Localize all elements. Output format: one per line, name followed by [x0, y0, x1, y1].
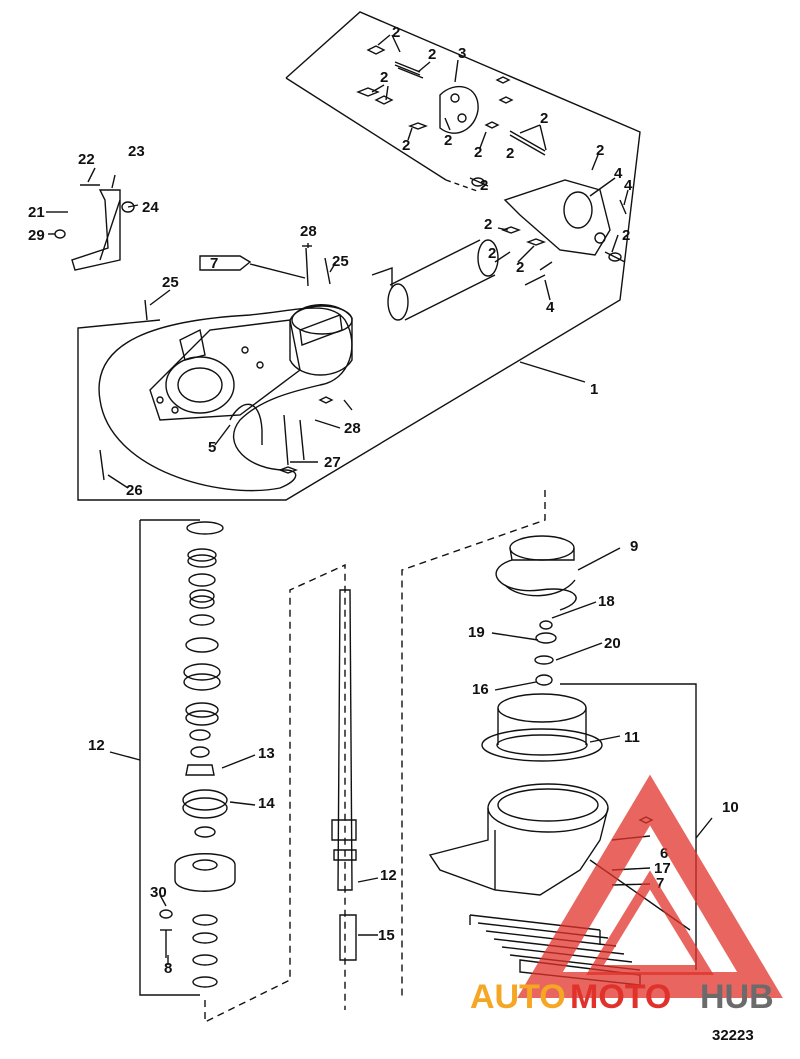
- callout-12: 12: [380, 867, 397, 884]
- callout-21: 21: [28, 204, 45, 221]
- tube-label: 7: [210, 255, 218, 272]
- callout-6: 6: [660, 845, 668, 862]
- fastener-group: [356, 45, 627, 286]
- callout-15: 15: [378, 927, 395, 944]
- callout-5: 5: [208, 439, 216, 456]
- watermark-auto: AUTO: [470, 978, 566, 1016]
- watermark-moto: MOTO: [570, 978, 671, 1016]
- callout-23: 23: [128, 143, 145, 160]
- callout-4: 4: [614, 165, 623, 182]
- bracket-23: [71, 189, 121, 271]
- driveshaft: [331, 589, 357, 961]
- wear-ring-housing: [481, 693, 603, 762]
- callout-25: 25: [332, 253, 349, 270]
- shaft-cover: [371, 239, 499, 321]
- callout-3: 3: [458, 45, 466, 62]
- watermark: AUTO MOTO HUB: [470, 774, 783, 1016]
- callout-24: 24: [142, 199, 159, 216]
- callout-2: 2: [488, 245, 496, 262]
- nozzle-body: [428, 783, 609, 896]
- callout-16: 16: [472, 681, 489, 698]
- callout-17: 17: [654, 860, 671, 877]
- callout-2: 2: [428, 46, 436, 63]
- nozzle-group-outline: [401, 490, 546, 1000]
- callout-2: 2: [516, 259, 524, 276]
- callout-2: 2: [596, 142, 604, 159]
- grease-tube: [199, 255, 252, 271]
- callout-25: 25: [162, 274, 179, 291]
- callout-2: 2: [402, 137, 410, 154]
- callout-8: 8: [164, 960, 172, 977]
- callout-2: 2: [622, 227, 630, 244]
- jet-pump-housing: [98, 304, 353, 492]
- callout-1: 1: [590, 381, 598, 398]
- callout-2: 2: [444, 132, 452, 149]
- bearing-stack: [159, 521, 236, 988]
- callout-4: 4: [546, 299, 555, 316]
- bearing-group-outline: [139, 519, 200, 996]
- watermark-hub: HUB: [700, 978, 774, 1016]
- callout-14: 14: [258, 795, 275, 812]
- callout-2: 2: [380, 69, 388, 86]
- callout-2: 2: [506, 145, 514, 162]
- callout-28: 28: [344, 420, 361, 437]
- watermark-triangle-outer: [517, 774, 783, 998]
- callout-9: 9: [630, 538, 638, 555]
- watermark-triangle-inner: [586, 870, 714, 975]
- callout-2: 2: [474, 144, 482, 161]
- callout-18: 18: [598, 593, 615, 610]
- callout-2: 2: [392, 24, 400, 41]
- callout-22: 22: [78, 151, 95, 168]
- callout-12: 12: [88, 737, 105, 754]
- callout-11: 11: [624, 729, 640, 746]
- callout-28: 28: [300, 223, 317, 240]
- steering-arm: [439, 85, 611, 256]
- callout-20: 20: [604, 635, 621, 652]
- callout-7: 7: [656, 875, 664, 892]
- callout-4: 4: [624, 177, 633, 194]
- callout-2: 2: [480, 177, 488, 194]
- callout-29: 29: [28, 227, 45, 244]
- callout-26: 26: [126, 482, 143, 499]
- housing-group-outline: [77, 11, 641, 501]
- callout-13: 13: [258, 745, 275, 762]
- figure-number: 32223: [712, 1027, 754, 1044]
- callout-10: 10: [722, 799, 739, 816]
- callout-30: 30: [150, 884, 167, 901]
- callout-19: 19: [468, 624, 485, 641]
- callout-27: 27: [324, 454, 341, 471]
- callout-2: 2: [484, 216, 492, 233]
- callout-2: 2: [540, 110, 548, 127]
- callout-labels: 1 2 2 2 2 2 2 2 2 2 2 2 2 2 2 3 4 4 4 5 …: [28, 24, 739, 977]
- impeller: [495, 535, 577, 611]
- hose-5: [229, 403, 263, 445]
